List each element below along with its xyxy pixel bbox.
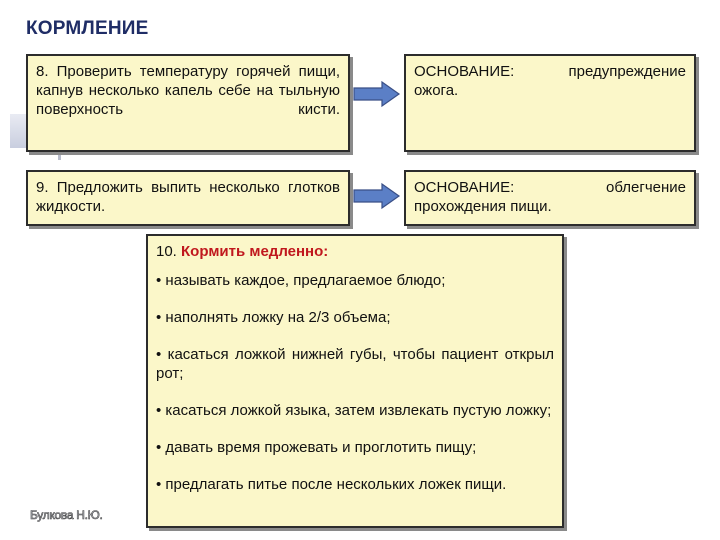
basis-2-line: ОСНОВАНИЕ: облегчение — [414, 178, 686, 197]
feeding-heading: Кормить медленно: — [181, 243, 329, 260]
feeding-box: 10. Кормить медленно: • называть каждое,… — [146, 234, 564, 528]
feeding-heading-line: 10. Кормить медленно: — [156, 242, 554, 261]
decorative-tick — [58, 146, 61, 160]
basis-2-box: ОСНОВАНИЕ: облегчение прохождения пищи. — [404, 170, 696, 226]
step-8-text: 8. Проверить температуру горячей пищи, к… — [36, 63, 340, 118]
author-signature: Булкова Н.Ю. — [30, 508, 103, 523]
feeding-item: • наполнять ложку на 2/3 объема; — [156, 309, 391, 326]
arrow-right-icon — [353, 182, 401, 210]
basis-2-text-first: облегчение — [606, 179, 686, 196]
basis-2-text-second: прохождения пищи. — [414, 198, 552, 215]
feeding-item: • давать время прожевать и проглотить пи… — [156, 439, 477, 456]
basis-1-text-first: предупреждение — [568, 63, 686, 80]
basis-1-label: ОСНОВАНИЕ: — [414, 63, 515, 80]
step-9-box: 9. Предложить выпить несколько глотков ж… — [26, 170, 350, 226]
feeding-item: • касаться ложкой нижней губы, чтобы пац… — [156, 346, 554, 382]
basis-1-line: ОСНОВАНИЕ: предупреждение — [414, 62, 686, 81]
feeding-item: • называть каждое, предлагаемое блюдо; — [156, 272, 446, 289]
decorative-bar — [10, 114, 28, 148]
feeding-step-number: 10. — [156, 243, 177, 260]
step-8-box: 8. Проверить температуру горячей пищи, к… — [26, 54, 350, 152]
feeding-item: • касаться ложкой языка, затем извлекать… — [156, 402, 552, 419]
page-title: КОРМЛЕНИЕ — [26, 18, 149, 39]
feeding-item: • предлагать питье после нескольких ложе… — [156, 476, 507, 493]
basis-2-label: ОСНОВАНИЕ: — [414, 179, 515, 196]
basis-1-box: ОСНОВАНИЕ: предупреждение ожога. — [404, 54, 696, 152]
basis-1-text-second: ожога. — [414, 82, 459, 99]
arrow-right-icon — [353, 80, 401, 108]
step-9-text: 9. Предложить выпить несколько глотков ж… — [36, 179, 340, 215]
